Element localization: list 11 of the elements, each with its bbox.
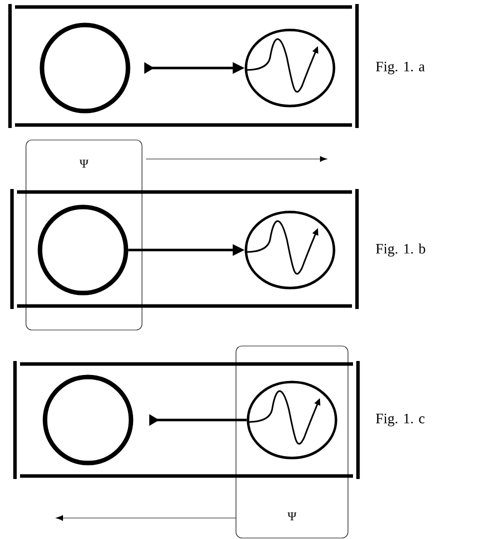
ring xyxy=(40,22,130,114)
ring xyxy=(38,204,128,296)
wave-circle xyxy=(244,28,336,108)
window-frame: Ψ xyxy=(26,140,142,330)
figure-label: Fig. 1. c xyxy=(376,414,424,426)
ring xyxy=(42,374,134,466)
wave-circle xyxy=(246,380,338,460)
window-frame: Ψ xyxy=(236,346,348,538)
wave-circle xyxy=(244,210,336,290)
figure-label: Fig. 1. b xyxy=(376,243,426,257)
figure-label: Fig. 1. a xyxy=(376,62,425,74)
